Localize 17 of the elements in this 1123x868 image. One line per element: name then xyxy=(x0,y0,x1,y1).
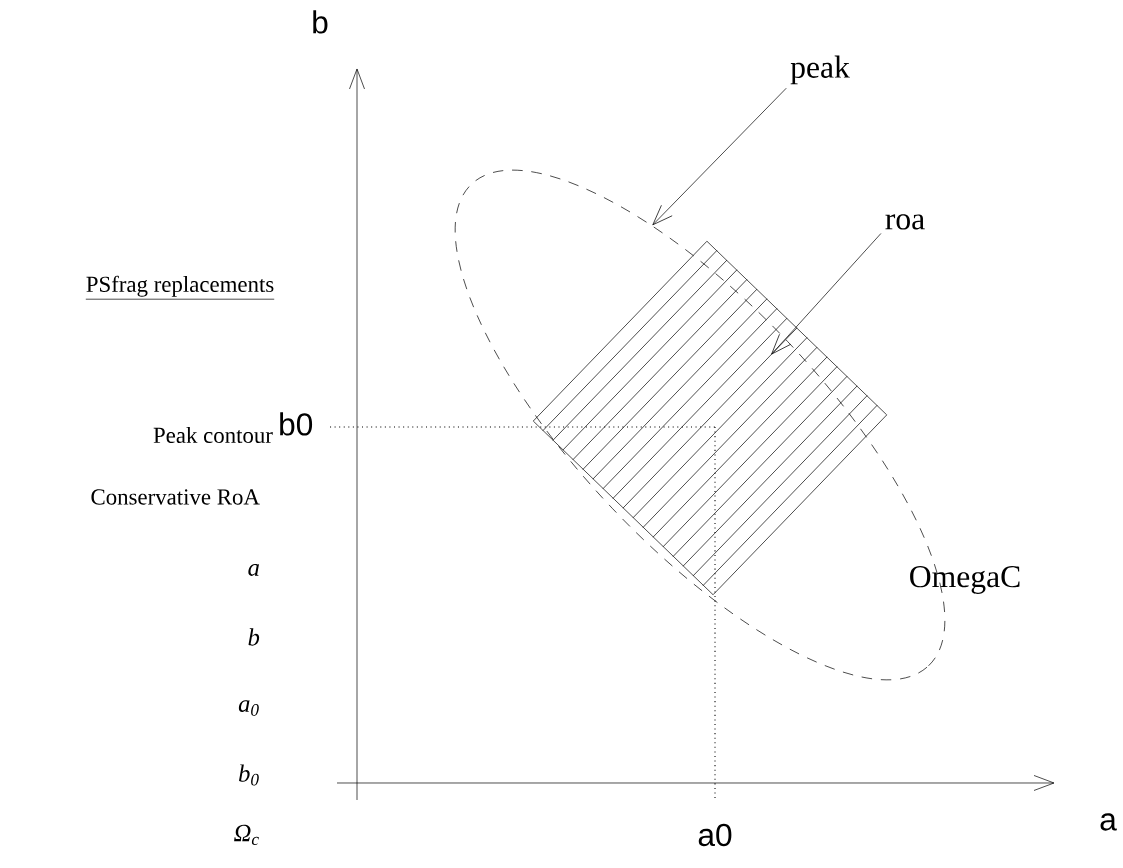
heading: PSfrag replacements xyxy=(85,275,275,300)
symbol-label: a$_{0}$ xyxy=(238,700,259,716)
axis-label: a0 xyxy=(698,823,732,847)
legend-text: Peak contour xyxy=(153,426,273,443)
arrow xyxy=(652,87,787,226)
symbol-label: Ω$_{c}$ xyxy=(234,824,259,846)
hatched-region xyxy=(532,240,888,596)
callout-text: peak xyxy=(790,55,850,85)
axis-label: b0 xyxy=(280,412,313,436)
symbol-label: b$_{0}$ xyxy=(239,764,259,786)
symbol-label: a xyxy=(248,564,259,576)
axis-label: a xyxy=(1100,813,1117,831)
callout-text: roa xyxy=(885,214,925,230)
axis-label: b xyxy=(313,10,328,34)
symbol-label: b xyxy=(248,628,260,646)
legend-text: Conservative RoA xyxy=(91,489,260,505)
arrow xyxy=(771,233,882,355)
